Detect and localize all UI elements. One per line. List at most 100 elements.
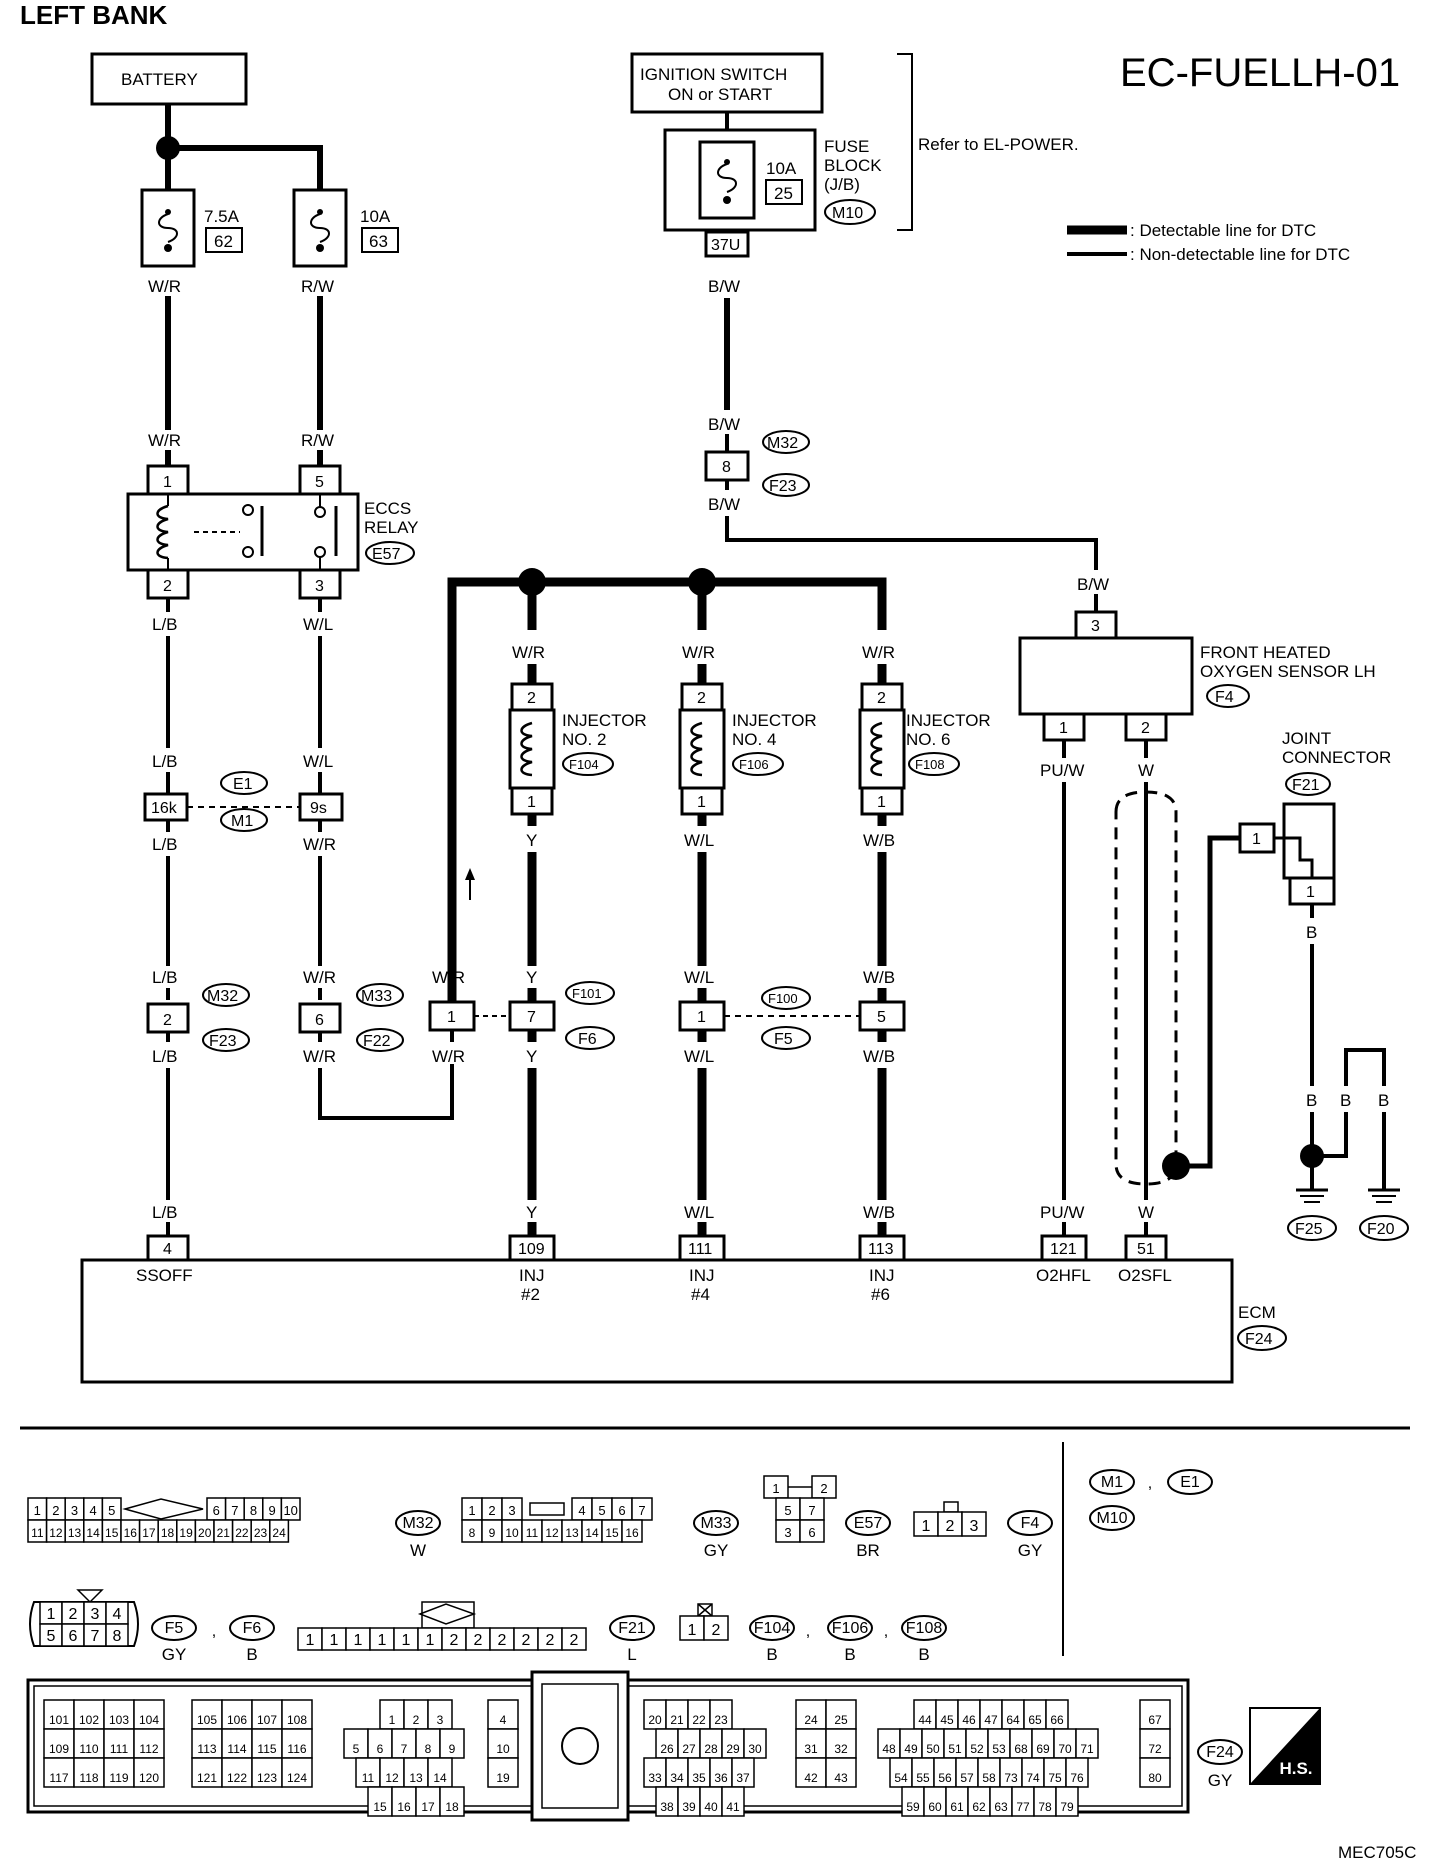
relay-label-1: ECCS (364, 499, 411, 518)
wire-label-wb-1: W/B (863, 831, 895, 850)
f6-face-label: F6 (243, 1620, 262, 1637)
wire-label-y-3: Y (526, 1047, 537, 1066)
pin-number: 20 (648, 1713, 662, 1727)
pin-number: 1 (772, 1481, 779, 1496)
wire-label-y-2: Y (526, 968, 537, 987)
f24-pin (103, 1757, 135, 1788)
f24-pin (367, 1786, 393, 1817)
m10-face (1089, 1505, 1135, 1531)
pin-number: 13 (409, 1771, 423, 1785)
fuse-63-amp: 10A (360, 207, 391, 226)
relay-pin-5: 5 (315, 474, 324, 491)
inj2-label-1: INJECTOR (562, 711, 647, 730)
wire-label-wl-1: W/L (303, 615, 333, 634)
pin-number: 4 (500, 1713, 507, 1727)
pin-number: 41 (726, 1800, 740, 1814)
pin-number: 5 (47, 1628, 56, 1645)
ecm-pin-121: 121 (1050, 1241, 1077, 1258)
pin-number: 17 (142, 1526, 156, 1540)
pin-number: 121 (197, 1771, 217, 1785)
f21-pin (561, 1627, 587, 1651)
connector-m33-f22: 6 M33 F22 (298, 983, 404, 1052)
wire-label-lb-6: L/B (152, 1203, 178, 1222)
f5-f6-sep: , (212, 1623, 216, 1640)
pin-number: 21 (670, 1713, 684, 1727)
wire-label-wb-2: W/B (863, 968, 895, 987)
pin-number: 67 (1148, 1713, 1162, 1727)
pin-number: 23 (714, 1713, 728, 1727)
f24-pin (133, 1757, 165, 1788)
pin-1-wr: 1 (447, 1009, 456, 1026)
pin-number: 8 (469, 1526, 476, 1540)
pin-number: 64 (1006, 1713, 1020, 1727)
injector-no6: 2 1 INJECTOR NO. 6 F108 (858, 682, 991, 816)
fuse-62-number: 62 (214, 232, 233, 251)
pin-number: 1 (34, 1503, 41, 1518)
wire-label-lb-2: L/B (152, 752, 178, 771)
pin-number: 11 (31, 1526, 44, 1540)
m1-e1-sep: , (1148, 1475, 1152, 1492)
inj4-label-1: INJECTOR (732, 711, 817, 730)
pin-number: 55 (916, 1771, 930, 1785)
wire-label-bw-3: B/W (708, 495, 740, 514)
f24-pin (403, 1699, 429, 1730)
ecm-pin-51: 51 (1137, 1241, 1155, 1258)
battery: BATTERY (90, 52, 248, 106)
f108-color: B (918, 1645, 929, 1664)
e1-face (1167, 1469, 1213, 1495)
pin-number: 17 (421, 1800, 435, 1814)
ecm-pin-109-sub: #2 (521, 1285, 540, 1304)
o2-connector: F4 (1215, 689, 1234, 706)
pin-number: 7 (808, 1503, 815, 1518)
relay-label-2: RELAY (364, 518, 419, 537)
pin-number: 20 (198, 1526, 212, 1540)
wire-label-wr-4: W/R (303, 968, 336, 987)
fuse-62: 7.5A 62 (140, 188, 243, 268)
pin-number: 12 (385, 1771, 399, 1785)
pin-2-m32: 2 (163, 1012, 172, 1029)
f24-pin (487, 1699, 519, 1730)
pin-number: 4 (113, 1606, 122, 1623)
f24-pin (191, 1757, 223, 1788)
ecm-pin-109: 109 (518, 1241, 545, 1258)
pin-number: 24 (804, 1713, 818, 1727)
f5-color: GY (162, 1645, 187, 1664)
ecm: 4 SSOFF 109 INJ #2 111 INJ #4 113 INJ #6… (80, 1234, 1287, 1384)
fuse-block-pin: 37U (711, 237, 740, 254)
m10-face-label: M10 (1096, 1510, 1127, 1527)
pin-number: 6 (69, 1628, 78, 1645)
battery-label: BATTERY (121, 70, 198, 89)
inj6-label-2: NO. 6 (906, 730, 950, 749)
pin-number: 79 (1060, 1800, 1074, 1814)
f24-pin (427, 1757, 453, 1788)
f104-face (749, 1615, 795, 1641)
o2-label-1: FRONT HEATED (1200, 643, 1331, 662)
pin-5-wb: 5 (877, 1009, 886, 1026)
fuse-block-number: 25 (774, 184, 793, 203)
fuse-block-label-2: BLOCK (824, 156, 882, 175)
pin-number: 49 (904, 1742, 918, 1756)
wire-label-wr-inj2: W/R (512, 643, 545, 662)
pin-number: 3 (508, 1503, 515, 1518)
m1-face-label: M1 (1101, 1474, 1123, 1491)
f24-pin (487, 1757, 519, 1788)
wire-label-wr-inj6: W/R (862, 643, 895, 662)
ecm-pin-113-name: INJ (869, 1266, 895, 1285)
f21-face-label: F21 (618, 1620, 646, 1637)
pin-number: 112 (139, 1742, 158, 1756)
conn-m32-a: M32 (207, 988, 238, 1005)
ecm-pin-51-name: O2SFL (1118, 1266, 1172, 1285)
e57-face-connector-label: E57 (854, 1515, 883, 1532)
wire-label-wl-3: W/L (684, 831, 714, 850)
pin-number: 12 (49, 1526, 63, 1540)
pin-number: 73 (1004, 1771, 1018, 1785)
pin-9s: 9s (310, 800, 327, 817)
pin-number: 22 (235, 1526, 249, 1540)
inj2-connector: F104 (569, 757, 599, 772)
f5-face (151, 1615, 197, 1641)
eccs-relay: 1 5 2 3 ECCS RELAY E57 (126, 464, 419, 600)
pin-number: 31 (804, 1742, 818, 1756)
pin-number: 108 (287, 1713, 307, 1727)
connector-m32-f23-left: 2 M32 F23 (146, 983, 250, 1052)
f24-pin (103, 1728, 135, 1759)
